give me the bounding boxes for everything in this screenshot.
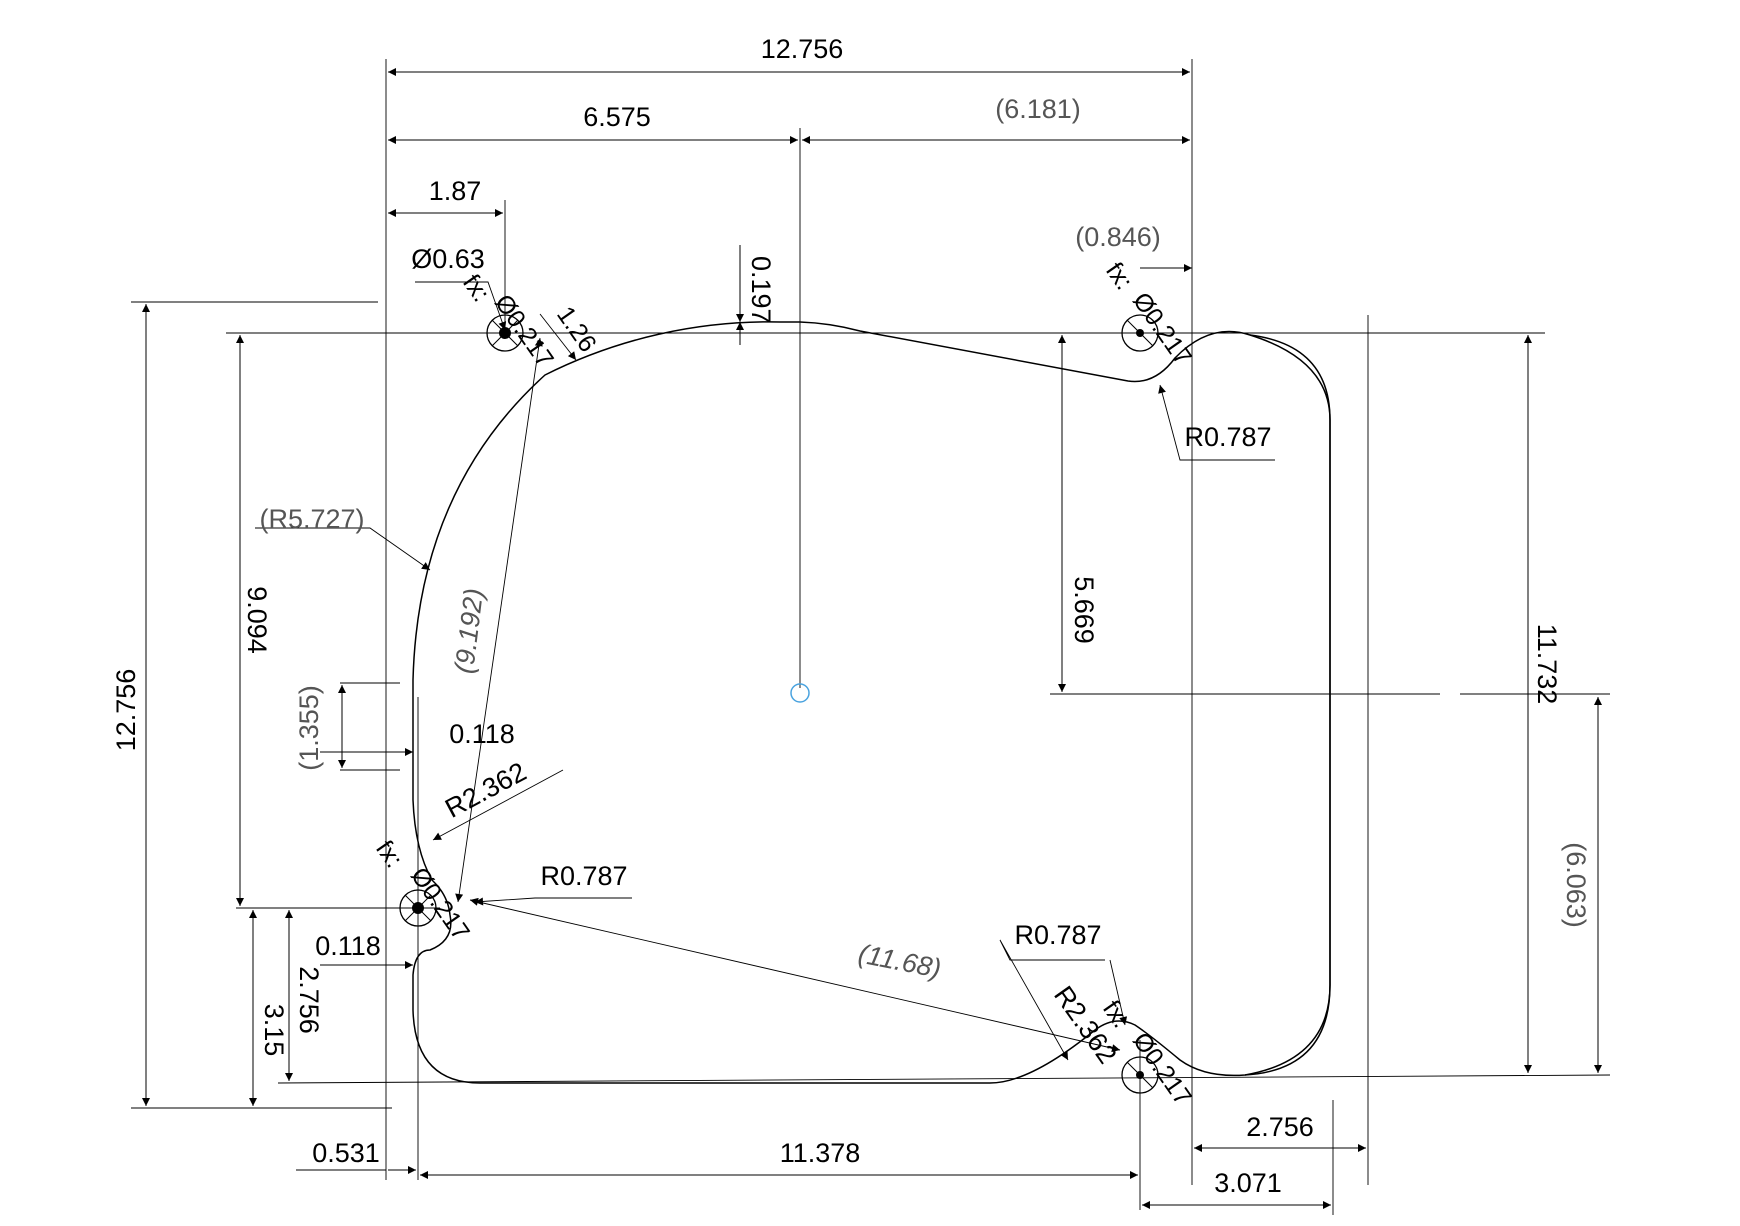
hole-top-right-fx: fx: bbox=[1100, 257, 1138, 295]
dim-wall-offset-upper: 0.118 bbox=[449, 719, 515, 749]
dim-diag-bottom-ref: (11.68) bbox=[856, 938, 944, 983]
dim-radius-ref: (R5.727) bbox=[259, 504, 364, 534]
hole-top-left bbox=[486, 314, 524, 352]
dim-radius-2362-left: R2.362 bbox=[440, 756, 531, 823]
dimension-lines bbox=[142, 68, 1602, 1209]
hole-left-fx: fx: bbox=[370, 835, 408, 873]
dim-hole-offset-x: 1.87 bbox=[429, 176, 482, 206]
dim-overall-width: 12.756 bbox=[761, 34, 844, 64]
main-part-outline bbox=[412, 321, 1331, 1084]
dim-center-to-right-ref: (6.181) bbox=[995, 94, 1081, 124]
dim-slot-height: 11.732 bbox=[1532, 624, 1562, 705]
hole-left bbox=[399, 889, 437, 927]
dim-bottom-length: 11.378 bbox=[780, 1138, 861, 1168]
dim-height-315: 3.15 bbox=[259, 1004, 289, 1057]
dim-arc-height-ref: (1.355) bbox=[294, 685, 324, 771]
slot-outline bbox=[1244, 334, 1331, 1076]
dim-top-offset: 0.197 bbox=[746, 256, 776, 324]
dim-center-height: 5.669 bbox=[1069, 576, 1099, 644]
dim-hole-offset-small-ref: (0.846) bbox=[1075, 222, 1161, 252]
dim-wall-offset-lower: 0.118 bbox=[315, 931, 381, 961]
hole-top-right-dia: Ø0.217 bbox=[1127, 287, 1197, 370]
hole-top-left-fx: fx: bbox=[457, 269, 495, 307]
dim-height-2756: 2.756 bbox=[294, 966, 324, 1034]
dim-left-offset: 0.531 bbox=[312, 1138, 380, 1168]
hole-bottom bbox=[1121, 1056, 1159, 1094]
dim-left-to-center: 6.575 bbox=[583, 102, 651, 132]
dim-height-left: 9.094 bbox=[242, 586, 272, 654]
dim-overall-height: 12.756 bbox=[111, 669, 141, 752]
dim-radius-0787-left: R0.787 bbox=[540, 861, 627, 891]
dim-diag-ref: (9.192) bbox=[449, 587, 489, 676]
dim-slot-offset: 3.071 bbox=[1214, 1168, 1282, 1198]
dim-radius-0787-bottom: R0.787 bbox=[1014, 920, 1101, 950]
dim-slot-width: 2.756 bbox=[1246, 1112, 1314, 1142]
dim-chord-126: 1.26 bbox=[551, 301, 602, 357]
hole-bottom-dia: Ø0.217 bbox=[1127, 1027, 1197, 1110]
dim-hole-dia-large: Ø0.63 bbox=[411, 244, 485, 274]
hole-top-right bbox=[1121, 314, 1159, 352]
dim-lower-ref: (6.063) bbox=[1561, 842, 1591, 928]
center-point-marker bbox=[790, 683, 810, 703]
extension-lines bbox=[131, 59, 1611, 1215]
dim-radius-0787-top: R0.787 bbox=[1184, 422, 1271, 452]
